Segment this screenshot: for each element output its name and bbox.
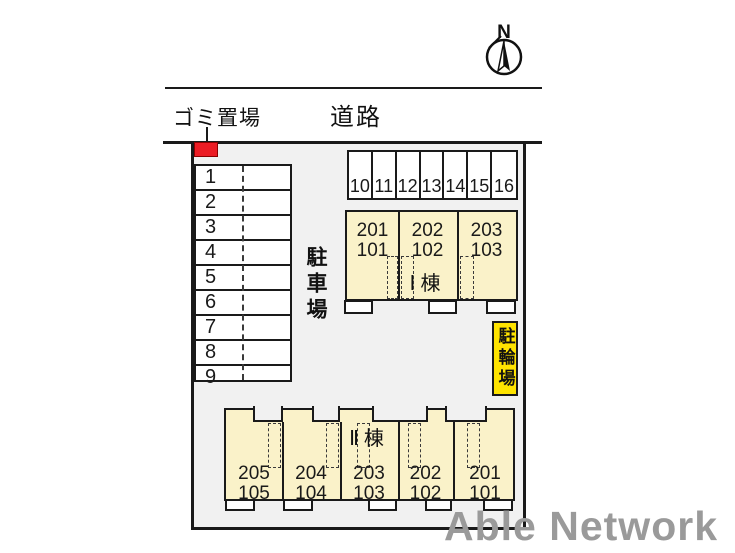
parking-stall-number: 13: [421, 176, 442, 196]
unit-cell: 205 105: [226, 464, 282, 504]
building-2-notch: [312, 406, 340, 422]
entrance-porch: [486, 300, 516, 314]
parking-stall-number: 12: [397, 176, 418, 196]
entrance-porch: [425, 499, 452, 511]
unit-cell: 202 102: [398, 221, 457, 261]
parking-lot-label: 駐車場: [304, 246, 327, 324]
unit-cell: 203 103: [457, 221, 516, 261]
unit-number-upper: 204: [295, 463, 327, 484]
entrance-path-dashed: [268, 423, 281, 468]
parking-table-dashed-divider: [242, 166, 244, 380]
unit-cell: 201 101: [347, 221, 398, 261]
parking-space-number: 8: [205, 341, 217, 363]
entrance-path-dashed: [460, 256, 474, 299]
entrance-porch: [428, 300, 457, 314]
parking-space-number: 2: [205, 191, 217, 213]
parking-stall: 10: [349, 152, 373, 198]
unit-number-lower: 101: [356, 240, 389, 261]
unit-number-upper: 201: [356, 220, 389, 241]
building-1: 201 101 202 102 203 103 Ⅰ棟: [345, 210, 518, 301]
building-2-notch: [445, 406, 487, 422]
entrance-porch: [483, 499, 513, 511]
unit-divider: [282, 422, 284, 501]
building-2: Ⅱ棟 205 105 204 104 203 103 202 102 201 1…: [224, 408, 517, 504]
unit-divider: [457, 212, 459, 299]
garbage-area-marker: [194, 142, 218, 157]
entrance-porch: [283, 499, 313, 511]
unit-number-upper: 203: [353, 463, 385, 484]
parking-space-number: 7: [205, 316, 217, 338]
road-upper-line: [165, 87, 542, 89]
garbage-leader-line: [206, 127, 208, 143]
entrance-path-dashed: [467, 423, 480, 468]
road-label: 道路: [330, 104, 382, 131]
entrance-path-dashed: [401, 256, 414, 299]
unit-number-lower: 104: [295, 483, 327, 504]
unit-divider: [398, 422, 400, 501]
parking-stall: 15: [468, 152, 493, 198]
unit-cell: 202 102: [398, 464, 453, 504]
bicycle-parking-label: 駐輪場: [495, 327, 515, 390]
parking-stall-number: 14: [445, 176, 466, 196]
building-1-name: Ⅰ棟: [409, 273, 446, 295]
unit-number-lower: 101: [469, 483, 501, 504]
entrance-path-dashed: [326, 423, 339, 468]
parking-stall: 14: [444, 152, 469, 198]
unit-number-upper: 202: [411, 220, 444, 241]
parking-space-number: 6: [205, 291, 217, 313]
parking-stall-number: 11: [374, 176, 394, 196]
entrance-path-dashed: [408, 423, 421, 468]
entrance-porch: [225, 499, 255, 511]
unit-number-lower: 105: [238, 483, 270, 504]
parking-stall-number: 16: [494, 176, 515, 196]
watermark-logo: Able Network: [444, 503, 718, 549]
unit-cell: 203 103: [340, 464, 398, 504]
unit-number-upper: 201: [469, 463, 501, 484]
entrance-porch: [368, 499, 397, 511]
parking-stall-number: 10: [349, 176, 370, 196]
parking-space-number: 4: [205, 241, 217, 263]
entrance-path-dashed: [357, 423, 370, 468]
building-2-notch: [253, 406, 283, 422]
unit-cell: 201 101: [453, 464, 517, 504]
unit-cell: 204 104: [282, 464, 340, 504]
parking-space-number: 3: [205, 216, 217, 238]
parking-space-row: 9: [196, 366, 290, 389]
parking-stall: 13: [421, 152, 445, 198]
parking-stall: 11: [373, 152, 397, 198]
parking-space-number: 1: [205, 166, 217, 188]
unit-divider: [398, 212, 400, 299]
parking-stall-number: 15: [469, 176, 490, 196]
unit-number-lower: 103: [470, 240, 503, 261]
unit-number-lower: 102: [409, 483, 442, 504]
parking-space-number: 9: [205, 366, 217, 388]
unit-number-lower: 102: [411, 240, 444, 261]
unit-number-upper: 203: [470, 220, 503, 241]
parking-stalls-top: 10 11 12 13 14 15 16: [347, 150, 518, 200]
building-2-notch: [372, 406, 428, 422]
unit-divider: [453, 422, 455, 501]
garbage-area-label: ゴミ置場: [173, 107, 261, 130]
unit-number-upper: 202: [409, 463, 442, 484]
unit-divider: [340, 422, 342, 501]
bicycle-parking-area: 駐輪場: [492, 321, 518, 396]
parking-space-number: 5: [205, 266, 217, 288]
entrance-porch: [344, 300, 373, 314]
parking-stall: 16: [492, 152, 516, 198]
north-compass-icon: N: [485, 22, 523, 76]
unit-number-lower: 103: [353, 483, 385, 504]
site-top-boundary-line: [163, 141, 542, 144]
unit-number-upper: 205: [238, 463, 270, 484]
entrance-path-dashed: [387, 256, 398, 299]
parking-stall: 12: [397, 152, 421, 198]
